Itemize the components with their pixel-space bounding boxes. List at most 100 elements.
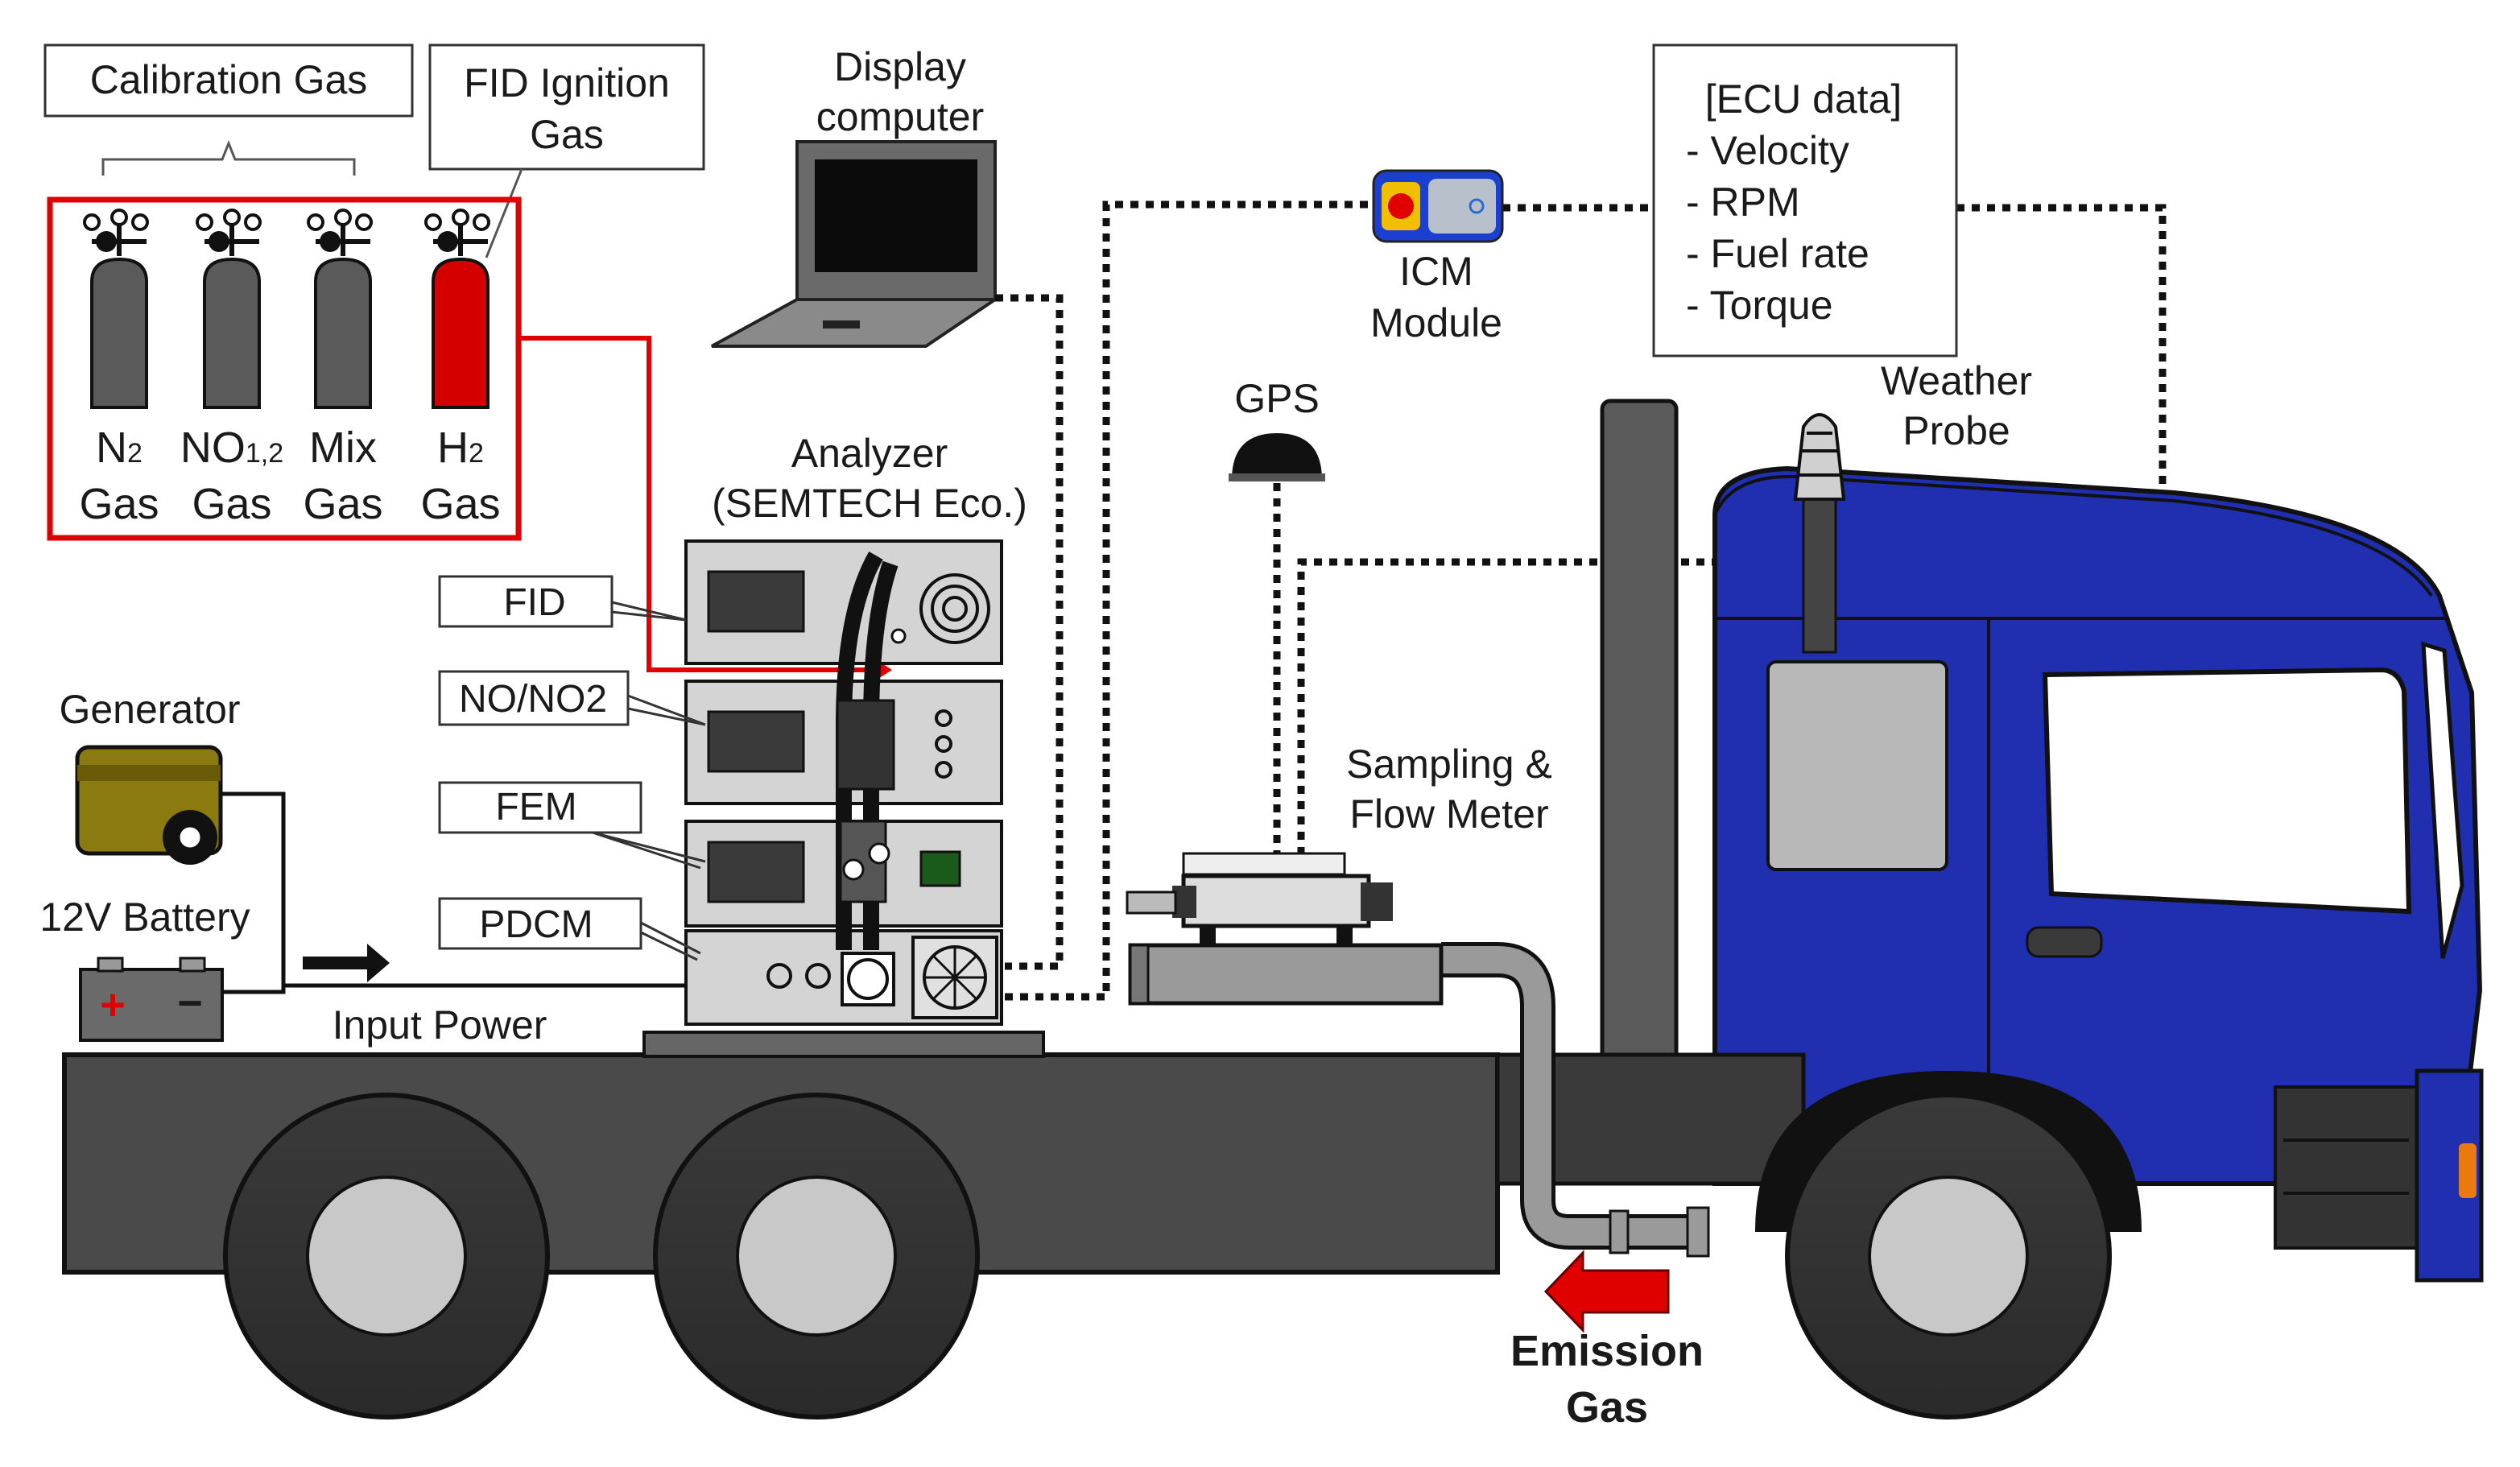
cylinder-knob [437,231,458,252]
pdcm-port [805,963,831,989]
fid-display [707,570,805,633]
pipe-coupler [1609,1209,1630,1254]
cylinder-body [90,257,148,409]
fem-label: FEM [495,786,576,829]
gps-label: GPS [1234,376,1320,421]
analyzer-label-1: Analyzer [791,431,948,476]
flow-meter-cap [1361,882,1393,921]
analyzer-label-2: (SEMTECH Eco.) [712,481,1027,526]
rear-wheel-2 [653,1093,980,1419]
hose-block [836,699,895,791]
cab-side-window [2042,667,2412,915]
emission-arrow-icon [1543,1250,1670,1333]
weather-label-2: Probe [1902,408,2010,453]
fid-leader [611,601,687,622]
ecu-item: - Velocity [1686,128,1849,173]
cab-roof-line [1713,474,2433,597]
fid-ignition-label-1: FID Ignition [464,60,670,105]
flow-meter-body [1181,874,1371,928]
ecu-data-group: [ECU data] - Velocity - RPM - Fuel rate … [1652,43,1958,357]
power-arrow-icon [303,944,390,982]
cylinder-formula: NO1,2 [180,424,283,472]
cylinder-gauge [196,213,213,231]
cylinder-body [203,257,261,409]
input-power-label: Input Power [333,1002,547,1048]
weather-probe-fins [1799,432,1840,477]
exhaust-stack [1600,399,1679,1152]
fem-board [919,850,961,887]
fid-dial [919,573,990,644]
weather-probe-line [1297,558,1820,886]
flow-meter-tube [1128,943,1444,1006]
generator-band [77,765,221,781]
no-no2-port [935,761,952,779]
laptop-screen [815,159,977,272]
flow-meter-mount [1336,926,1353,945]
pdcm-leader [640,921,701,961]
no-no2-leader [627,694,706,726]
icm-label-1: ICM [1399,249,1473,294]
flow-meter-sensor [1182,852,1346,876]
battery [79,968,224,1042]
pdcm-port [766,963,792,989]
display-label-1: Display [834,44,966,89]
calibration-gas-label: Calibration Gas [90,57,368,102]
battery-minus-icon: − [177,979,203,1027]
display-to-pdcm-line [995,294,1064,970]
cylinder-gauge [110,209,128,226]
fid-label: FID [503,581,565,624]
cylinder-gas-word: Gas [192,480,271,528]
cylinder-formula: Mix [309,424,377,472]
no-no2-port [935,735,952,753]
pipe-coupler [1686,1206,1710,1258]
pdcm-to-icm-line [1005,200,1374,1001]
flow-tube-flange [1129,944,1150,1005]
ecu-item: - Torque [1686,283,1833,328]
cylinder-knob [209,231,229,252]
fid-ignition-label-2: Gas [530,112,604,157]
gps-group: GPS [1229,376,1325,481]
fid-label-box [438,575,613,628]
cylinder-knob [320,231,341,252]
ecu-data-title: [ECU data] [1705,76,1902,122]
pdcm-label: PDCM [479,903,593,946]
ignition-gas-line [518,336,874,672]
gps-antenna [1232,433,1322,480]
display-label-2: computer [816,94,984,139]
weather-label-1: Weather [1881,358,2032,403]
door-handle [2026,926,2103,958]
weather-probe-pole [1802,498,1837,654]
fem-display [707,841,805,903]
no-no2-port [935,709,952,727]
battery-terminal [97,957,124,973]
battery-plus-icon: + [100,981,126,1029]
ecu-item: - Fuel rate [1686,231,1869,276]
icm-module-panel [1428,179,1496,233]
rear-wheel-1 [223,1093,550,1419]
cylinder-gauge [424,213,442,231]
pdcm-label-box [438,897,642,950]
cylinder-formula: H2 [437,424,484,472]
fid-ignition-box [428,43,705,171]
cylinder-gauge [244,213,262,231]
power-group: Generator 12V Battery + − Input Power [39,687,686,1048]
icm-module-port [1469,198,1485,214]
ecu-to-truck-line [1956,204,2167,491]
gas-cylinders-frame [47,196,522,541]
icm-module-group: ICM Module [1370,169,1504,345]
communication-lines [995,200,2167,1001]
front-wheel [1785,1093,2112,1419]
generator-label: Generator [59,687,240,732]
ecu-item: - RPM [1686,180,1800,225]
cylinder-gauge [334,209,352,226]
cylinder-body [432,257,490,409]
exhaust-pipe [1441,946,1699,1246]
fem-leader [592,831,706,870]
